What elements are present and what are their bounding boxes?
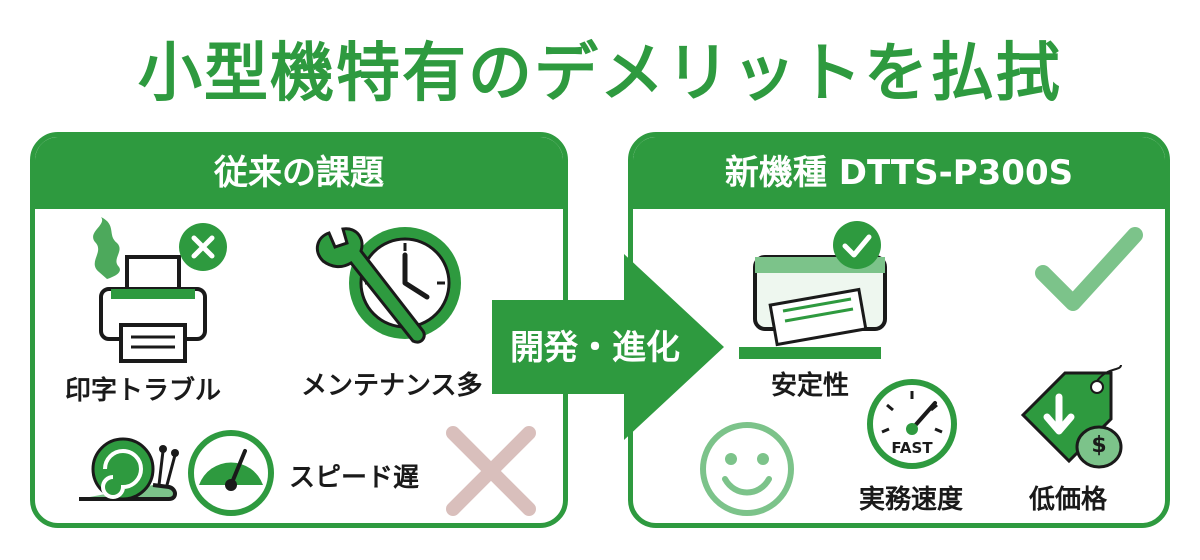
price-tag-down-icon <box>1020 364 1123 469</box>
low-price-label: 低価格 <box>1029 485 1108 515</box>
maintenance-label: メンテナンス多 <box>301 371 483 401</box>
previous-issues-heading: 従来の課題 <box>35 137 563 209</box>
stability-label: 安定性 <box>771 371 850 401</box>
slow-speed-label: スピード遅 <box>289 463 420 493</box>
transition-label: 開発・進化 <box>510 328 680 368</box>
smoking-printer-icon <box>93 217 207 363</box>
speedometer-icon <box>867 379 957 469</box>
smiley-face-icon <box>700 422 794 516</box>
new-model-panel: 新機種 DTTS-P300S 安定性 <box>628 132 1170 528</box>
new-model-heading: 新機種 DTTS-P300S <box>633 137 1165 209</box>
slow-gauge-icon <box>188 430 274 516</box>
printer-check-icon <box>739 255 887 359</box>
print-trouble-label: 印字トラブル <box>65 376 222 406</box>
error-x-badge-icon <box>179 223 227 271</box>
fast-gauge: FAST <box>865 377 959 471</box>
dollar-symbol: $ <box>1091 433 1107 458</box>
transition-arrow-icon <box>492 254 724 440</box>
wrench-clock-icon <box>315 227 461 344</box>
large-cross-icon <box>446 426 536 516</box>
snail-icon <box>79 437 179 501</box>
speed-label: 実務速度 <box>859 485 964 515</box>
success-check-badge-icon <box>833 221 881 269</box>
price-tag-group: $ <box>1017 363 1127 471</box>
previous-issues-panel: 従来の課題 印字トラブル メンテナンス多 <box>30 132 568 528</box>
page-title: 小型機特有のデメリットを払拭 <box>138 37 1062 111</box>
fast-badge-text: FAST <box>891 439 933 457</box>
large-check-icon <box>1035 227 1143 311</box>
